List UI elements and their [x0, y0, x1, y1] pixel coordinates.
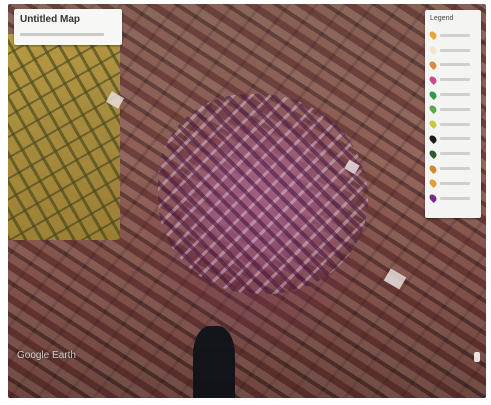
google-earth-watermark: Google Earth: [17, 350, 76, 361]
pin-icon: [428, 134, 438, 144]
pin-icon: [428, 74, 438, 85]
legend-item[interactable]: [428, 191, 476, 206]
legend-item-label-placeholder: [440, 196, 470, 200]
legend-item[interactable]: [428, 72, 476, 87]
legend-item[interactable]: [428, 117, 476, 132]
legend-item-label-placeholder: [440, 33, 470, 37]
pin-icon: [428, 89, 438, 100]
legend-item[interactable]: [428, 146, 476, 161]
map-subtitle-placeholder: [20, 33, 104, 36]
legend-item-label-placeholder: [440, 137, 470, 141]
legend-item-label-placeholder: [440, 122, 470, 126]
legend-item-label-placeholder: [440, 181, 470, 185]
legend-item[interactable]: [428, 43, 476, 58]
legend-item-label-placeholder: [440, 63, 470, 67]
map-title-panel[interactable]: Untitled Map: [14, 9, 122, 45]
scroll-handle[interactable]: [474, 352, 480, 362]
pin-icon: [428, 148, 438, 159]
legend-item[interactable]: [428, 102, 476, 117]
legend-item[interactable]: [428, 176, 476, 191]
legend-item-label-placeholder: [440, 93, 470, 97]
pin-icon: [428, 104, 438, 115]
map-title: Untitled Map: [20, 14, 80, 25]
legend-list: [428, 28, 476, 206]
highlighted-town-area: [158, 94, 368, 294]
legend-title: Legend: [430, 15, 454, 22]
water-body: [193, 326, 235, 398]
pin-icon: [428, 119, 438, 130]
legend-item-label-placeholder: [440, 48, 470, 52]
pin-icon: [428, 45, 438, 56]
legend-item[interactable]: [428, 28, 476, 43]
olive-fields-area: [8, 34, 120, 240]
legend-item[interactable]: [428, 87, 476, 102]
map-view[interactable]: Untitled Map Legend Google Earth: [8, 4, 486, 398]
legend-panel[interactable]: Legend: [425, 10, 481, 218]
pin-icon: [428, 163, 438, 174]
pin-icon: [428, 30, 438, 41]
legend-item[interactable]: [428, 132, 476, 147]
legend-item[interactable]: [428, 161, 476, 176]
imagery-haze: [8, 4, 486, 398]
legend-item-label-placeholder: [440, 78, 470, 82]
pin-icon: [428, 60, 438, 70]
legend-item-label-placeholder: [440, 167, 470, 171]
legend-item[interactable]: [428, 58, 476, 73]
legend-item-label-placeholder: [440, 152, 470, 156]
legend-item-label-placeholder: [440, 107, 470, 111]
pin-icon: [428, 193, 438, 204]
pin-icon: [428, 178, 438, 189]
